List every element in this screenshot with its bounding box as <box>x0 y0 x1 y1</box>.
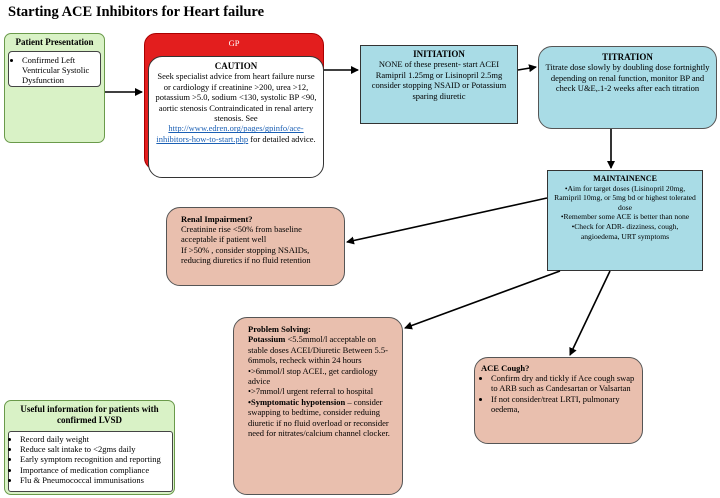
problem-solving-box: Problem Solving: Potassium <5.5mmol/l ac… <box>233 317 403 495</box>
maintainence-item: •Check for ADR- dizziness, cough, angioe… <box>571 221 679 241</box>
ace-cough-box: ACE Cough? Confirm dry and tickly if Ace… <box>474 357 643 444</box>
guideline-link[interactable]: http://www.edren.org/pages/gpinfo/ace-in… <box>156 123 304 144</box>
arrow-initiation-to-titration <box>517 64 537 73</box>
renal-line: If >50% , consider stopping NSAIDs, redu… <box>181 244 311 265</box>
arrow-maintainence-to-cough <box>569 270 611 356</box>
initiation-title: INITIATION <box>413 49 465 59</box>
caution-box: CAUTION Seek specialist advice from hear… <box>148 56 324 178</box>
useful-info-item: Reduce salt intake to <2gms daily <box>20 444 170 454</box>
potassium-bullet: •>7mmol/l urgent referral to hospital <box>248 386 374 397</box>
gp-header: GP <box>228 38 240 48</box>
page-title: Starting ACE Inhibitors for Heart failur… <box>8 4 265 20</box>
potassium-text: Potassium <5.5mmol/l acceptable on stabl… <box>248 334 388 366</box>
useful-info-item: Importance of medication compliance <box>20 465 170 475</box>
useful-info-box: Useful information for patients with con… <box>4 400 175 495</box>
useful-info-item: Flu & Pneumococcal immunisations <box>20 475 170 485</box>
cough-item: Confirm dry and tickly if Ace cough swap… <box>491 373 636 393</box>
maintainence-box: MAINTAINENCE •Aim for target doses (Lisi… <box>547 170 703 271</box>
renal-impairment-box: Renal Impairment? Creatinine rise <50% f… <box>166 207 345 286</box>
renal-title: Renal Impairment? <box>181 214 253 224</box>
problem-title: Problem Solving: <box>248 324 311 334</box>
patient-presentation-box: Patient Presentation Confirmed Left Vent… <box>4 33 105 143</box>
titration-text: Titrate dose slowly by doubling dose for… <box>545 62 710 94</box>
maintainence-title: MAINTAINENCE <box>593 174 657 183</box>
hypotension-text: •Symptomatic hypotension – consider swap… <box>248 396 390 439</box>
initiation-box: INITIATION NONE of these present- start … <box>360 45 518 124</box>
patient-presentation-list: Confirmed Left Ventricular Systolic Dysf… <box>8 51 101 87</box>
titration-box: TITRATION Titrate dose slowly by doublin… <box>538 46 717 129</box>
maintainence-item: •Remember some ACE is better than none <box>560 212 690 222</box>
caution-title: CAUTION <box>214 61 258 71</box>
initiation-text: NONE of these present- start ACEI Ramipr… <box>371 59 507 101</box>
titration-title: TITRATION <box>602 52 653 62</box>
arrow-maintainence-to-renal <box>346 197 548 245</box>
caution-text: Seek specialist advice from heart failur… <box>155 71 317 144</box>
useful-info-header: Useful information for patients with con… <box>20 404 159 425</box>
useful-info-item: Early symptom recognition and reporting <box>20 454 170 464</box>
useful-info-item: Record daily weight <box>20 434 170 444</box>
cough-title: ACE Cough? <box>481 363 530 373</box>
maintainence-item: •Aim for target doses (Lisinopril 20mg, … <box>554 183 696 212</box>
patient-presentation-header: Patient Presentation <box>15 37 94 47</box>
useful-info-list: Record daily weight Reduce salt intake t… <box>8 431 173 492</box>
arrow-maintainence-to-problem <box>404 270 561 330</box>
patient-presentation-item: Confirmed Left Ventricular Systolic Dysf… <box>22 55 97 86</box>
renal-line: Creatinine rise <50% from baseline accep… <box>181 224 302 245</box>
cough-item: If not consider/treat LRTI, pulmonary oe… <box>491 394 636 414</box>
potassium-bullet: •>6mmol/l stop ACEI., get cardiology adv… <box>248 365 378 387</box>
